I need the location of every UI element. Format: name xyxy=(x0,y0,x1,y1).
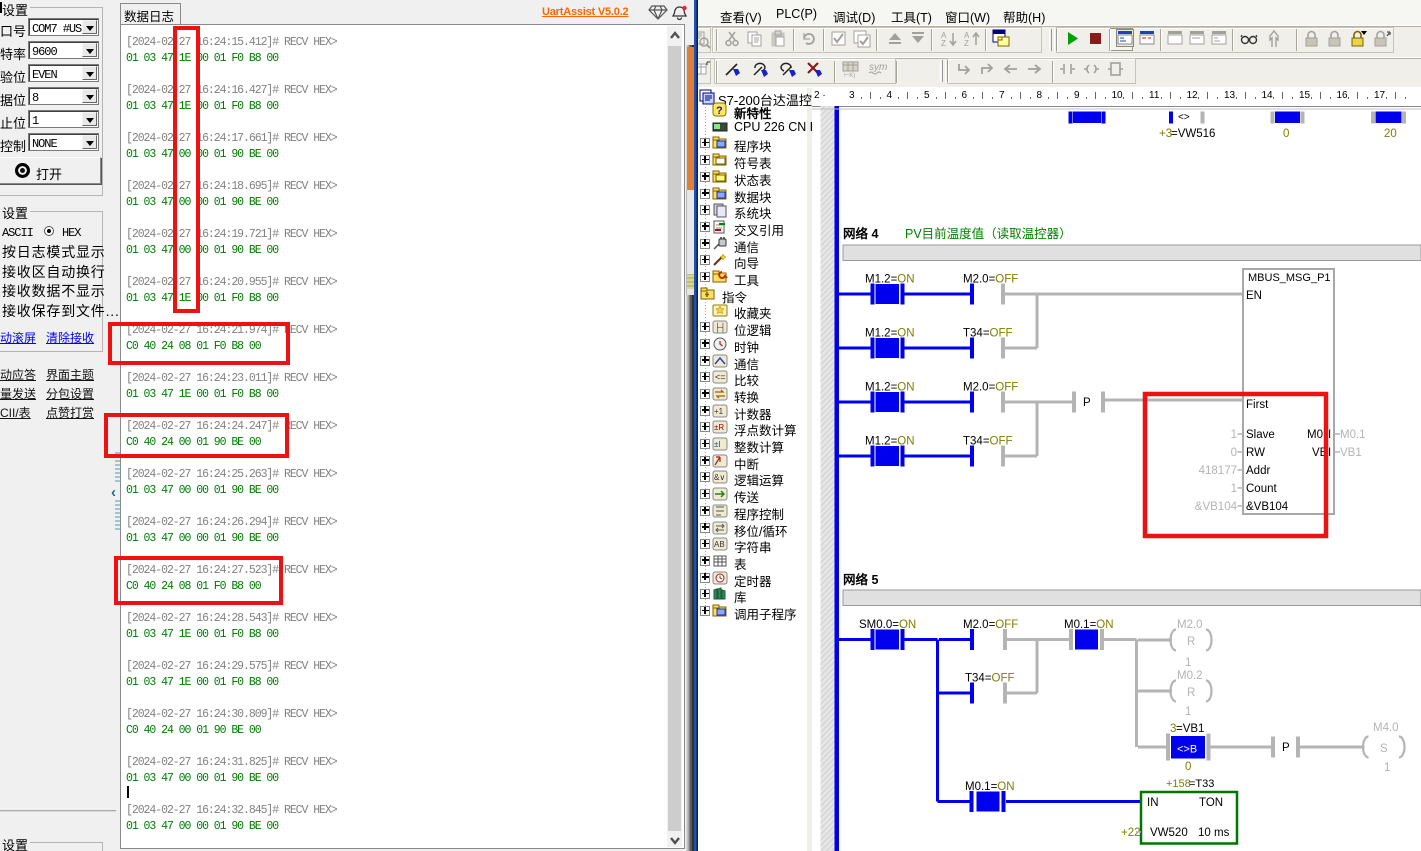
svg-text:3: 3 xyxy=(1170,723,1176,735)
svg-text:1: 1 xyxy=(1231,483,1237,495)
svg-text:=VB1: =VB1 xyxy=(1176,723,1204,735)
svg-text:&VB104: &VB104 xyxy=(1195,501,1238,513)
svg-text:+3: +3 xyxy=(1159,128,1172,140)
svg-text:Z: Z xyxy=(941,39,946,48)
svg-text:M4.0: M4.0 xyxy=(1373,722,1399,734)
svg-text:T34=OFF: T34=OFF xyxy=(965,673,1015,685)
svg-text:I: I xyxy=(1328,429,1331,441)
svg-text:网络 4: 网络 4 xyxy=(843,226,878,241)
svg-text:+22: +22 xyxy=(1121,827,1141,839)
svg-text:R: R xyxy=(1187,636,1195,648)
svg-text:T34=OFF: T34=OFF xyxy=(963,436,1013,448)
svg-text:1: 1 xyxy=(1185,706,1191,718)
svg-text:=VW516: =VW516 xyxy=(1171,128,1215,140)
svg-text:20: 20 xyxy=(1384,128,1397,140)
svg-text:<>: <> xyxy=(1178,112,1190,123)
svg-text:IN: IN xyxy=(1147,797,1159,809)
svg-text:SM0.0=ON: SM0.0=ON xyxy=(859,619,916,631)
svg-text:I: I xyxy=(1328,447,1331,459)
svg-text:M0.1=ON: M0.1=ON xyxy=(965,781,1015,793)
svg-text:VB1: VB1 xyxy=(1340,447,1362,459)
svg-text:1: 1 xyxy=(1384,762,1390,774)
svg-text:<=: <= xyxy=(715,372,726,382)
svg-text:=T33: =T33 xyxy=(1189,778,1214,790)
svg-text:sym: sym xyxy=(869,62,887,73)
svg-text:T34=OFF: T34=OFF xyxy=(963,328,1013,340)
svg-text:M2.0=OFF: M2.0=OFF xyxy=(963,382,1018,394)
svg-text:RW: RW xyxy=(1246,447,1265,459)
svg-text:Slave: Slave xyxy=(1246,429,1275,441)
svg-text:M0.2: M0.2 xyxy=(1177,670,1203,682)
svg-text:0: 0 xyxy=(1283,128,1289,140)
svg-text:VW520: VW520 xyxy=(1150,827,1188,839)
svg-text:M0.1: M0.1 xyxy=(1340,429,1366,441)
svg-text:M1.2=ON: M1.2=ON xyxy=(865,328,915,340)
svg-text:TON: TON xyxy=(1199,797,1223,809)
svg-text:1: 1 xyxy=(1185,657,1191,669)
svg-text:├┤: ├┤ xyxy=(715,322,726,333)
svg-text:Addr: Addr xyxy=(1246,465,1270,477)
svg-text:MBUS_MSG_P1: MBUS_MSG_P1 xyxy=(1248,272,1331,284)
svg-text:First: First xyxy=(1246,399,1269,411)
svg-text:M1.2=ON: M1.2=ON xyxy=(865,382,915,394)
svg-text:EN: EN xyxy=(1246,290,1262,302)
svg-text:M0.: M0. xyxy=(1307,429,1326,441)
svg-text:10 ms: 10 ms xyxy=(1198,827,1230,839)
svg-text:+1: +1 xyxy=(714,407,724,416)
svg-text:1: 1 xyxy=(1231,429,1237,441)
svg-text:P: P xyxy=(1083,397,1091,409)
svg-text:Count: Count xyxy=(1246,483,1277,495)
svg-text:S: S xyxy=(1380,743,1388,755)
svg-text:M1.2=ON: M1.2=ON xyxy=(865,274,915,286)
svg-text:R: R xyxy=(1187,687,1195,699)
svg-text:⊢K): ⊢K) xyxy=(844,72,855,79)
svg-text:M0.1=ON: M0.1=ON xyxy=(1064,619,1114,631)
svg-text:M1.2=ON: M1.2=ON xyxy=(865,436,915,448)
svg-text:0: 0 xyxy=(1231,447,1237,459)
svg-text:PV目前温度值（读取温控器）: PV目前温度值（读取温控器） xyxy=(905,226,1072,241)
svg-text:网络 5: 网络 5 xyxy=(843,572,878,587)
svg-text:+158: +158 xyxy=(1166,778,1191,790)
svg-text:&VB104: &VB104 xyxy=(1246,501,1289,513)
svg-text:A: A xyxy=(964,31,970,40)
svg-text:P: P xyxy=(1282,742,1290,754)
svg-text:418177: 418177 xyxy=(1199,465,1237,477)
svg-text:M2.0=OFF: M2.0=OFF xyxy=(963,619,1018,631)
svg-text:0: 0 xyxy=(1185,761,1191,773)
svg-text:M2.0=OFF: M2.0=OFF xyxy=(963,274,1018,286)
svg-text:Z: Z xyxy=(964,39,969,48)
svg-text:<>B: <>B xyxy=(1177,744,1197,756)
svg-text:AB: AB xyxy=(714,540,725,549)
svg-text:±I: ±I xyxy=(714,440,721,449)
svg-text:M2.0: M2.0 xyxy=(1177,619,1203,631)
svg-text:±R: ±R xyxy=(714,423,724,432)
svg-text:?: ? xyxy=(716,105,723,117)
svg-text:A: A xyxy=(941,31,947,40)
svg-text:&∨: &∨ xyxy=(714,473,725,482)
